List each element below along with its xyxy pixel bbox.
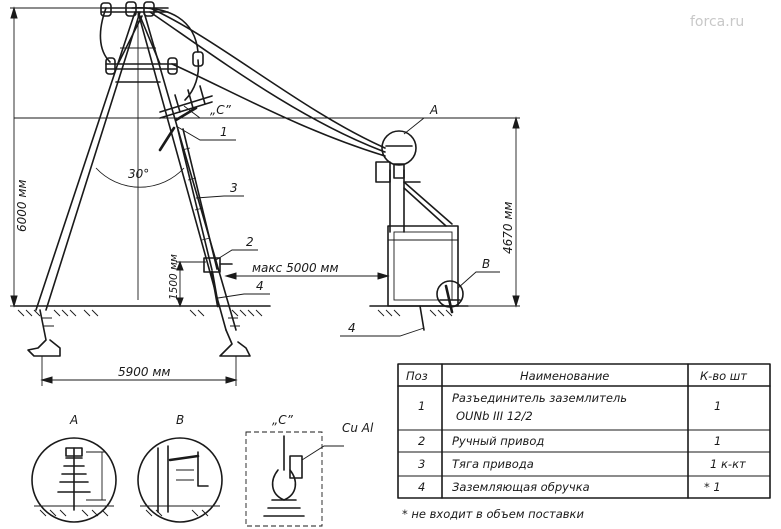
detail-C-label: „С”	[272, 413, 294, 427]
detail-C	[245, 431, 344, 527]
table-row-4-name: Заземляющая обручка	[452, 480, 590, 494]
detail-A	[31, 437, 117, 523]
table-row-2-qty: 1	[714, 434, 721, 448]
detail-B-label: B	[176, 413, 184, 427]
callout-3: 3	[230, 181, 238, 195]
callout-C: „С”	[210, 103, 232, 117]
callout-A: A	[429, 103, 438, 117]
dim-angle: 30°	[128, 167, 149, 181]
pole-foundations	[27, 309, 251, 357]
table-row-4-pos: 4	[418, 480, 425, 494]
dim-base: 5900 мм	[118, 365, 170, 379]
spec-table	[397, 363, 771, 499]
table-row-1-name: Разъединитель заземлитель	[452, 391, 627, 405]
detail-B	[137, 437, 223, 523]
callout-1: 1	[220, 125, 228, 139]
detail-C-material: Cu Al	[342, 421, 374, 435]
table-footnote: * не входит в объем поставки	[402, 507, 584, 521]
manual-drive	[203, 257, 233, 308]
table-row-4-qty: * 1	[704, 480, 721, 494]
table-row-3-pos: 3	[418, 457, 425, 471]
table-row-1-pos: 1	[418, 399, 425, 413]
table-header-pos: Поз	[406, 369, 428, 383]
dimension-lines	[10, 6, 520, 386]
table-header-name: Наименование	[520, 369, 609, 383]
table-row-2-name: Ручный привод	[452, 434, 544, 448]
dim-height-box: 4670 мм	[501, 202, 515, 254]
callout-4b: 4	[348, 321, 356, 335]
dim-height-total: 6000 мм	[15, 180, 29, 232]
dim-height-drive: 1500 мм	[168, 254, 180, 300]
table-row-1-name2: OUNb III 12/2	[456, 409, 533, 423]
table-header-qty: К-во шт	[700, 369, 747, 383]
watermark: forca.ru	[690, 14, 744, 30]
detail-A-label: A	[69, 413, 78, 427]
callout-4a: 4	[256, 279, 264, 293]
dim-span: макс 5000 мм	[252, 261, 339, 275]
table-row-3-name: Тяга привода	[452, 457, 534, 471]
callout-B: B	[482, 257, 490, 271]
a-frame-pole	[35, 1, 237, 331]
disconnector-on-pole	[158, 85, 213, 152]
ground-line	[13, 305, 469, 317]
callout-2: 2	[246, 235, 254, 249]
drive-rod	[177, 128, 218, 271]
overhead-wires	[99, 7, 386, 157]
table-row-3-qty: 1 к-кт	[710, 457, 746, 471]
table-row-1-qty: 1	[714, 399, 721, 413]
table-row-2-pos: 2	[418, 434, 425, 448]
switchgear-unit	[375, 130, 464, 331]
callout-leaders	[175, 105, 500, 337]
